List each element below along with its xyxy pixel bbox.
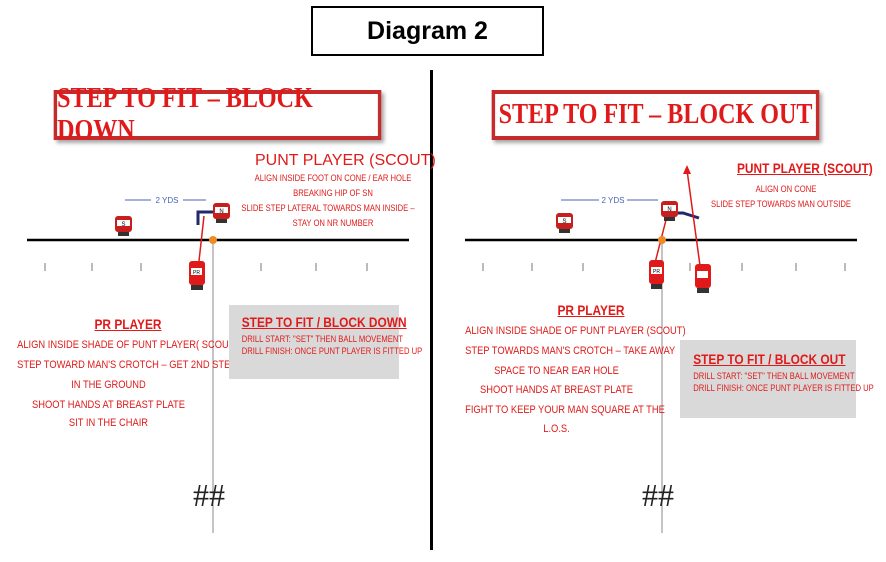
yds-label: 2 YDS [156, 196, 179, 205]
svg-text:N: N [219, 209, 223, 215]
scout-line-1: ALIGN ON CONE [755, 184, 817, 194]
pr-line-2: STEP TOWARDS MAN'S CROTCH – TAKE AWAY [465, 345, 676, 357]
player-icon-scout-moved [695, 264, 711, 293]
scout-line-1: ALIGN INSIDE FOOT ON CONE / EAR HOLE [254, 173, 412, 183]
yds-label: 2 YDS [602, 196, 625, 205]
pr-line-3: IN THE GROUND [71, 379, 146, 391]
drill-box-line-1: DRILL START: "SET" THEN BALL MOVEMENT [241, 334, 404, 344]
pr-heading: PR PLAYER [94, 316, 162, 332]
drill-box-line-2: DRILL FINISH: ONCE PUNT PLAYER IS FITTED… [241, 346, 423, 356]
drill-box: STEP TO FIT / BLOCK DOWN DRILL START: "S… [229, 305, 423, 379]
drill-box-title: STEP TO FIT / BLOCK OUT [693, 351, 846, 367]
left-panel: STEP TO FIT – BLOCK DOWN 2 YDS S [17, 83, 436, 543]
scout-arrow-head [683, 165, 691, 174]
pr-path [198, 215, 205, 262]
drill-box-line-2: DRILL FINISH: ONCE PUNT PLAYER IS FITTED… [693, 383, 874, 393]
right-banner: STEP TO FIT – BLOCK OUT [491, 90, 820, 140]
scout-line-2: BREAKING HIP OF SN [293, 188, 373, 198]
scout-line-3: SLIDE STEP LATERAL TOWARDS MAN INSIDE – [241, 203, 415, 213]
hash-marks: ## [193, 477, 225, 513]
player-icon-pr: PR [649, 260, 664, 289]
yard-ticks [482, 263, 846, 271]
pr-line-1: ALIGN INSIDE SHADE OF PUNT PLAYER (SCOUT… [465, 325, 686, 337]
left-field-diagram: 2 YDS S N [27, 196, 409, 533]
cone-icon [658, 236, 666, 244]
right-panel: STEP TO FIT – BLOCK OUT 2 YDS S [461, 88, 874, 543]
scout-heading-wrap: PUNT PLAYER (SCOUT) [737, 160, 886, 178]
pr-line-3: SPACE TO NEAR EAR HOLE [494, 365, 619, 377]
player-icon-left-top: S [115, 216, 132, 236]
yard-ticks [44, 263, 368, 271]
player-icon-pr: PR [189, 261, 205, 290]
pr-line-5: FIGHT TO KEEP YOUR MAN SQUARE AT THE [465, 404, 665, 416]
pr-line-5: SIT IN THE CHAIR [68, 417, 149, 429]
scout-release-arrow [686, 169, 702, 274]
svg-text:PR: PR [653, 269, 660, 275]
scout-heading: PUNT PLAYER (SCOUT) [737, 160, 873, 176]
pr-line-4: SHOOT HANDS AT BREAST PLATE [480, 384, 633, 396]
player-icon-scout: N [661, 201, 678, 221]
scout-line-2: SLIDE STEP TOWARDS MAN OUTSIDE [710, 199, 851, 209]
hash-marks: ## [642, 477, 674, 513]
pr-line-4: SHOOT HANDS AT BREAST PLATE [32, 399, 185, 411]
svg-text:N: N [667, 207, 671, 213]
right-field-diagram: 2 YDS S N [465, 165, 857, 533]
svg-text:S: S [562, 219, 566, 225]
player-icon-left-top: S [556, 213, 573, 233]
scout-heading: PUNT PLAYER (SCOUT) [255, 152, 436, 169]
svg-text:PR: PR [193, 270, 200, 276]
svg-text:S: S [121, 222, 125, 228]
cone-icon [209, 236, 217, 244]
drill-box-line-1: DRILL START: "SET" THEN BALL MOVEMENT [693, 371, 855, 381]
diagram-title: Diagram 2 [311, 6, 544, 56]
scout-route [196, 210, 219, 225]
pr-line-2: STEP TOWARD MAN'S CROTCH – GET 2ND STEP [17, 359, 237, 371]
pr-heading: PR PLAYER [557, 302, 625, 318]
drill-box: STEP TO FIT / BLOCK OUT DRILL START: "SE… [680, 340, 874, 418]
center-divider [430, 70, 433, 550]
drill-box-title: STEP TO FIT / BLOCK DOWN [241, 314, 407, 330]
player-icon-scout: N [213, 203, 230, 223]
pr-line-6: L.O.S. [543, 423, 570, 435]
scout-line-4: STAY ON NR NUMBER [292, 218, 374, 228]
pr-line-1: ALIGN INSIDE SHADE OF PUNT PLAYER( SCOUT… [17, 339, 238, 351]
